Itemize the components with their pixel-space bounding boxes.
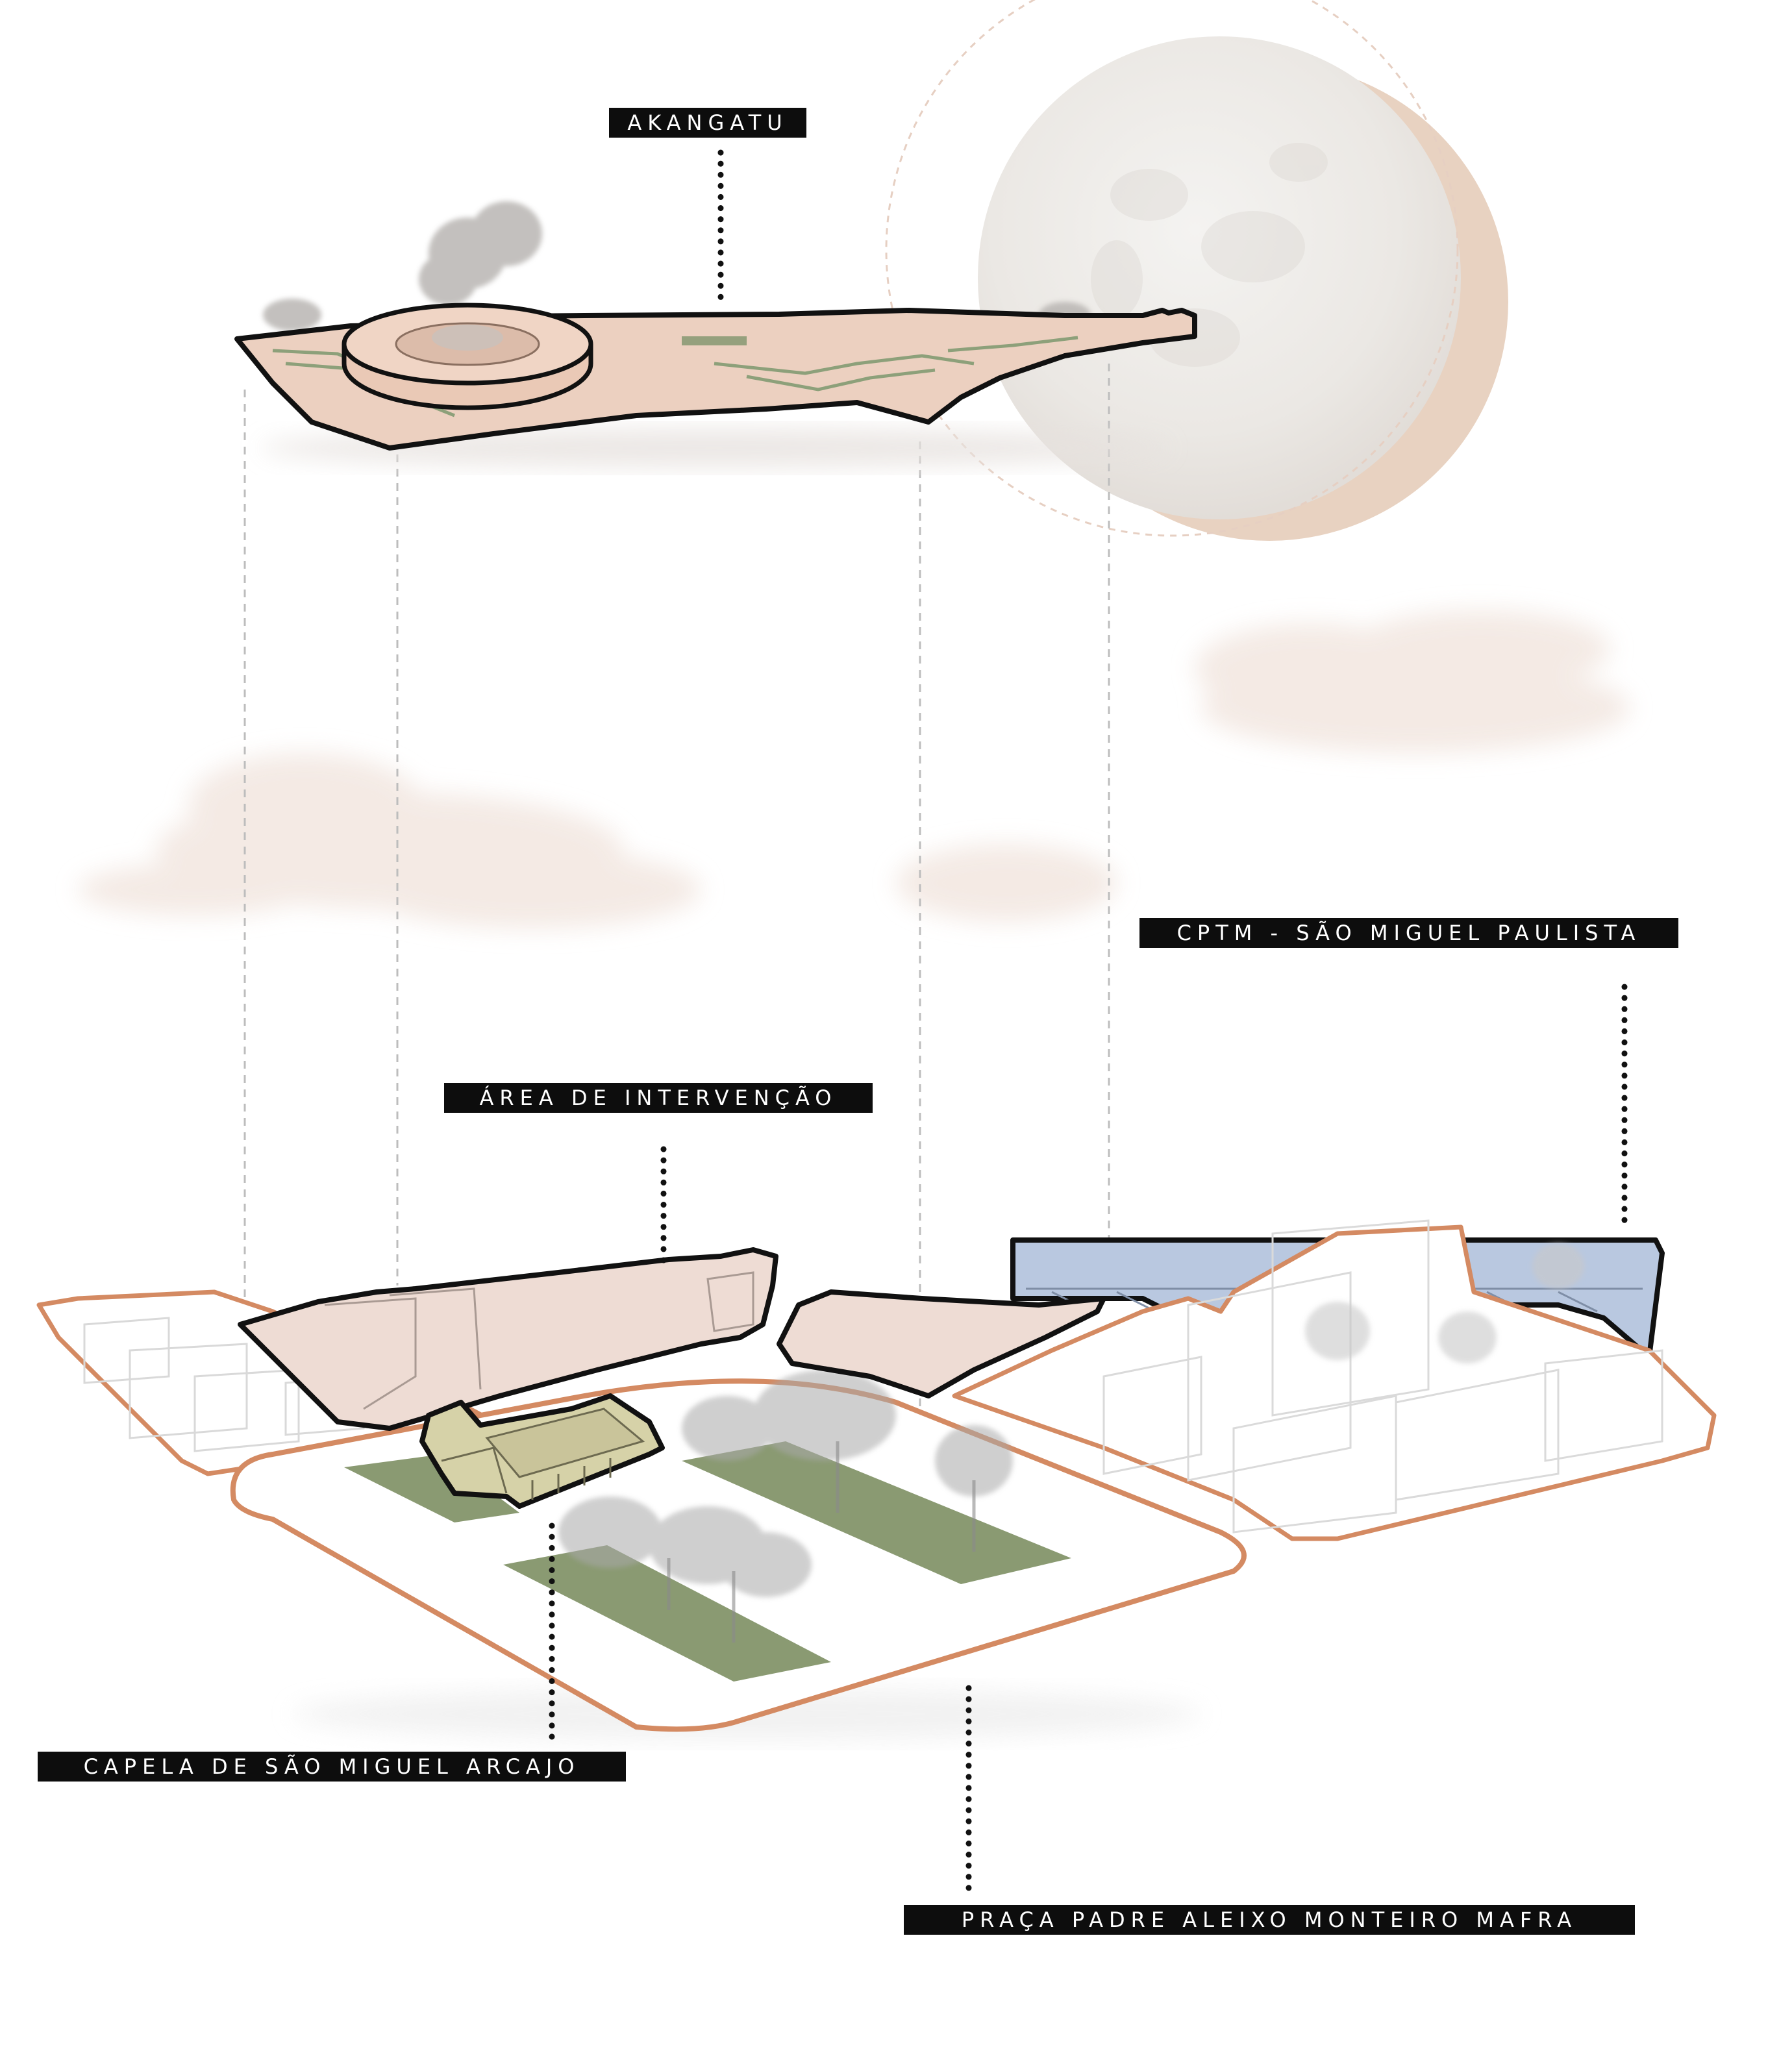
label-capela-sao-miguel-arcajo: CAPELA DE SÃO MIGUEL ARCAJO xyxy=(38,1752,626,1782)
moon xyxy=(885,0,1508,541)
capela xyxy=(419,1393,665,1509)
moon-disc xyxy=(978,36,1461,519)
label-area-de-intervencao: ÁREA DE INTERVENÇÃO xyxy=(444,1083,873,1113)
circular-pavilion xyxy=(342,303,593,410)
area-intervencao xyxy=(238,1247,1106,1431)
lawn-lower xyxy=(503,1545,831,1682)
clouds xyxy=(78,610,1630,928)
label-praca-padre-aleixo: PRAÇA PADRE ALEIXO MONTEIRO MAFRA xyxy=(904,1905,1635,1935)
intervention-block-left xyxy=(238,1247,778,1431)
label-cptm-sao-miguel-paulista: CPTM - SÃO MIGUEL PAULISTA xyxy=(1139,918,1678,948)
plaza-trees xyxy=(558,1370,1013,1597)
moon-orbit-dashed xyxy=(885,0,1459,537)
lawn-upper xyxy=(344,1454,519,1522)
projection-lines xyxy=(243,364,1110,1428)
akangatu-platform xyxy=(234,201,1197,467)
label-akangatu: AKANGATU xyxy=(609,108,806,138)
intervention-block-right xyxy=(777,1289,1106,1398)
right-urban-block xyxy=(952,1219,1717,1541)
